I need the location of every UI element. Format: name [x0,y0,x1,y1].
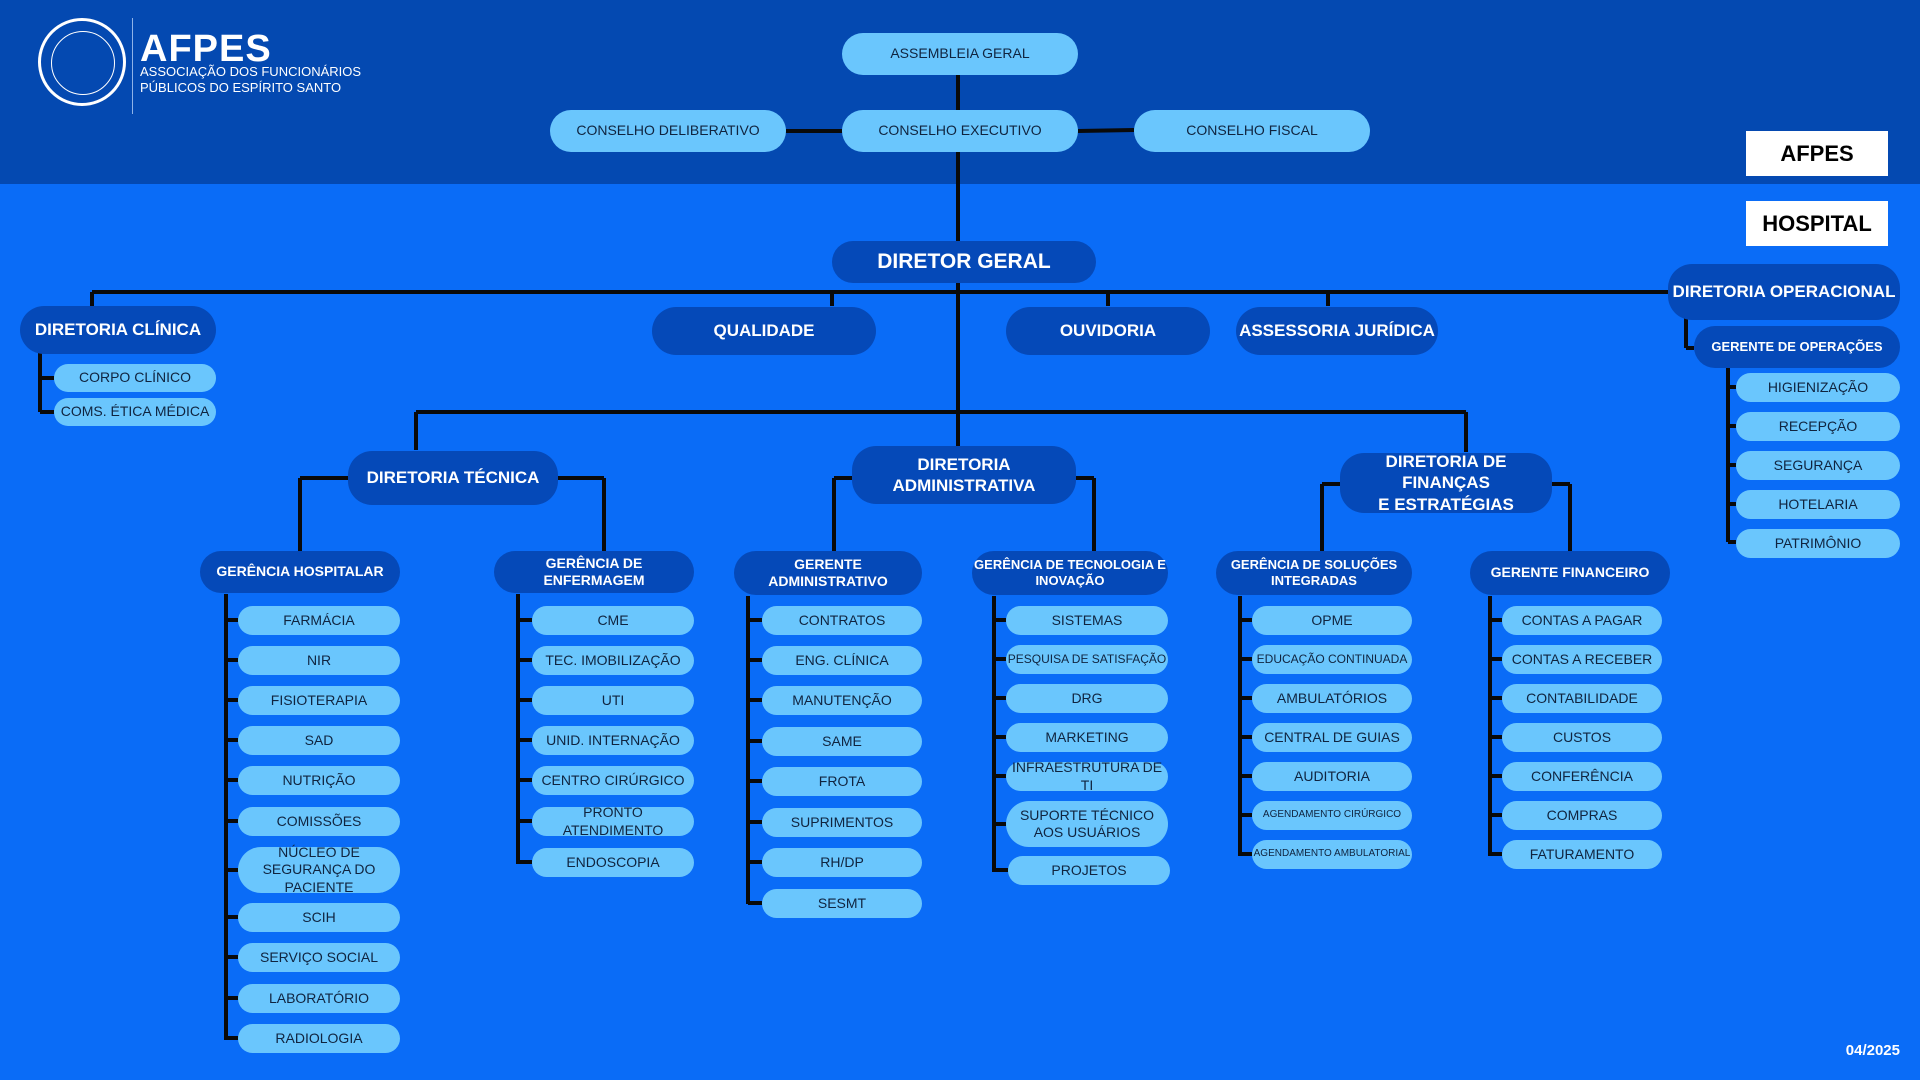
logo-divider [132,18,133,114]
gerencia-hospitalar-box: GERÊNCIA HOSPITALAR [200,551,400,593]
faturamento-box: FATURAMENTO [1502,840,1662,869]
date-label: 04/2025 [1845,1042,1900,1059]
suporte-tecnico-usuarios-box: SUPORTE TÉCNICO AOS USUÁRIOS [1006,801,1168,847]
corpo-clinico-box: CORPO CLÍNICO [54,364,216,392]
centro-cirurgico-box: CENTRO CIRÚRGICO [532,766,694,795]
diretoria-administrativa-box: DIRETORIA ADMINISTRATIVA [852,446,1076,504]
diretoria-administrativa-line-2: ADMINISTRATIVA [892,476,1036,495]
educacao-continuada-box: EDUCAÇÃO CONTINUADA [1252,645,1412,674]
opme-box: OPME [1252,606,1412,635]
hotelaria-box: HOTELARIA [1736,490,1900,519]
manutencao-box: MANUTENÇÃO [762,686,922,715]
contratos-box: CONTRATOS [762,606,922,635]
agendamento-cirurgico-box: AGENDAMENTO CIRÚRGICO [1252,801,1412,830]
diretoria-financas-box: DIRETORIA DE FINANÇAS E ESTRATÉGIAS [1340,452,1552,514]
gerente-administrativo-box: GERENTE ADMINISTRATIVO [734,551,922,595]
radiologia-box: RADIOLOGIA [238,1024,400,1053]
brand-subtitle-line-2: PÚBLICOS DO ESPÍRITO SANTO [140,80,342,95]
conferencia-box: CONFERÊNCIA [1502,762,1662,791]
diretoria-financas-line-2: E ESTRATÉGIAS [1378,494,1514,514]
higienizacao-box: HIGIENIZAÇÃO [1736,373,1900,402]
conselho-executivo-box: CONSELHO EXECUTIVO [842,110,1078,152]
laboratorio-box: LABORATÓRIO [238,984,400,1013]
brand-subtitle: ASSOCIAÇÃO DOS FUNCIONÁRIOS PÚBLICOS DO … [140,64,361,96]
tec-imobilizacao-box: TEC. IMOBILIZAÇÃO [532,646,694,675]
nucleo-seguranca-paciente-box: NÚCLEO DE SEGURANÇA DO PACIENTE [238,844,400,895]
diretor-geral-box: DIRETOR GERAL [832,241,1096,283]
brand-title: AFPES [140,28,272,70]
diretoria-clinica-box: DIRETORIA CLÍNICA [20,306,216,354]
custos-box: CUSTOS [1502,723,1662,752]
scih-box: SCIH [238,903,400,932]
drg-box: DRG [1006,684,1168,713]
unid-internacao-box: UNID. INTERNAÇÃO [532,726,694,755]
suprimentos-box: SUPRIMENTOS [762,808,922,837]
qualidade-box: QUALIDADE [652,307,876,355]
gerencia-tecnologia-inovacao-box: GERÊNCIA DE TECNOLOGIA E INOVAÇÃO [972,551,1168,595]
auditoria-box: AUDITORIA [1252,762,1412,791]
compras-box: COMPRAS [1502,801,1662,830]
gerencia-solucoes-line-1: GERÊNCIA DE SOLUÇÕES [1230,556,1398,572]
projetos-box: PROJETOS [1008,856,1170,885]
coms-etica-medica-box: COMS. ÉTICA MÉDICA [54,398,216,426]
contas-pagar-box: CONTAS A PAGAR [1502,606,1662,635]
legend-afpes: AFPES [1746,131,1888,176]
comissoes-box: COMISSÕES [238,807,400,836]
contabilidade-box: CONTABILIDADE [1502,684,1662,713]
marketing-box: MARKETING [1006,723,1168,752]
brand-subtitle-line-1: ASSOCIAÇÃO DOS FUNCIONÁRIOS [140,64,362,79]
gerencia-ti-line-1: GERÊNCIA DE TECNOLOGIA E [974,556,1166,572]
gerente-financeiro-box: GERENTE FINANCEIRO [1470,551,1670,595]
diretoria-tecnica-box: DIRETORIA TÉCNICA [348,451,558,505]
patrimonio-box: PATRIMÔNIO [1736,529,1900,558]
sesmt-box: SESMT [762,889,922,918]
agendamento-ambulatorial-box: AGENDAMENTO AMBULATORIAL [1252,840,1412,869]
uti-box: UTI [532,686,694,715]
ambulatorios-box: AMBULATÓRIOS [1252,684,1412,713]
servico-social-box: SERVIÇO SOCIAL [238,943,400,972]
pronto-atendimento-box: PRONTO ATENDIMENTO [532,804,694,838]
contas-receber-box: CONTAS A RECEBER [1502,645,1662,674]
farmacia-box: FARMÁCIA [238,606,400,635]
sad-box: SAD [238,726,400,755]
diretoria-administrativa-line-1: DIRETORIA [917,454,1011,474]
assessoria-juridica-box: ASSESSORIA JURÍDICA [1236,307,1438,355]
diretoria-financas-line-1: DIRETORIA DE FINANÇAS [1385,452,1507,493]
gerencia-solucoes-integradas-box: GERÊNCIA DE SOLUÇÕES INTEGRADAS [1216,551,1412,595]
cme-box: CME [532,606,694,635]
ouvidoria-box: OUVIDORIA [1006,307,1210,355]
recepcao-box: RECEPÇÃO [1736,412,1900,441]
legend-hospital: HOSPITAL [1746,201,1888,246]
pesquisa-satisfacao-box: PESQUISA DE SATISFAÇÃO [1006,645,1168,674]
rh-dp-box: RH/DP [762,848,922,877]
sistemas-box: SISTEMAS [1006,606,1168,635]
assembleia-geral-box: ASSEMBLEIA GERAL [842,33,1078,75]
fisioterapia-box: FISIOTERAPIA [238,686,400,715]
infraestrutura-ti-box: INFRAESTRUTURA DE TI [1006,759,1168,793]
conselho-deliberativo-box: CONSELHO DELIBERATIVO [550,110,786,152]
conselho-fiscal-box: CONSELHO FISCAL [1134,110,1370,152]
nutricao-box: NUTRIÇÃO [238,766,400,795]
frota-box: FROTA [762,767,922,796]
endoscopia-box: ENDOSCOPIA [532,848,694,877]
afpes-seal-logo [38,18,126,106]
seguranca-box: SEGURANÇA [1736,451,1900,480]
same-box: SAME [762,727,922,756]
diretoria-operacional-box: DIRETORIA OPERACIONAL [1668,264,1900,320]
gerente-operacoes-box: GERENTE DE OPERAÇÕES [1694,326,1900,368]
eng-clinica-box: ENG. CLÍNICA [762,646,922,675]
gerencia-enfermagem-box: GERÊNCIA DE ENFERMAGEM [494,551,694,593]
gerencia-solucoes-line-2: INTEGRADAS [1271,573,1357,588]
central-guias-box: CENTRAL DE GUIAS [1252,723,1412,752]
nir-box: NIR [238,646,400,675]
gerencia-ti-line-2: INOVAÇÃO [1035,573,1105,588]
